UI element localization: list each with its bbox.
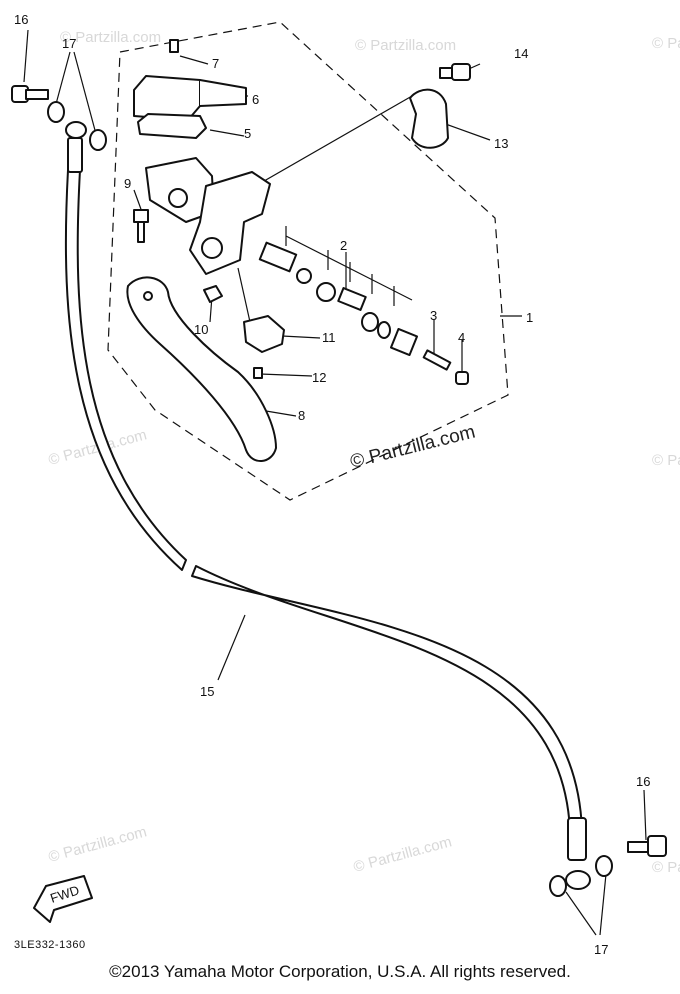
callout-14: 14 xyxy=(514,46,528,61)
callout-9: 9 xyxy=(124,176,131,191)
callout-17: 17 xyxy=(62,36,76,51)
washer-icon xyxy=(595,855,613,877)
brake-switch xyxy=(243,315,285,353)
push-rod xyxy=(422,349,452,371)
callout-5: 5 xyxy=(244,126,251,141)
callout-1: 1 xyxy=(526,310,533,325)
fwd-arrow-icon: FWD xyxy=(33,875,93,923)
boot xyxy=(455,371,469,385)
callout-7: 7 xyxy=(212,56,219,71)
brake-hose xyxy=(64,121,591,890)
washer-icon xyxy=(47,101,65,123)
union-bolt-bottom xyxy=(627,835,667,857)
watermark: © Partzilla.com xyxy=(652,859,680,876)
piston-kit xyxy=(258,241,419,357)
screw xyxy=(253,367,263,379)
union-bolt-top xyxy=(11,85,49,103)
watermark: © Partzilla.com xyxy=(47,823,149,866)
master-cylinder xyxy=(145,157,271,275)
callout-13: 13 xyxy=(494,136,508,151)
callout-17: 17 xyxy=(594,942,608,957)
pivot-bolt xyxy=(133,209,149,243)
callout-16: 16 xyxy=(636,774,650,789)
copyright-notice: ©2013 Yamaha Motor Corporation, U.S.A. A… xyxy=(109,962,571,981)
washer-icon xyxy=(549,875,567,897)
callout-3: 3 xyxy=(430,308,437,323)
callout-10: 10 xyxy=(194,322,208,337)
watermark: © Partzilla.com xyxy=(652,35,680,52)
nut xyxy=(203,285,223,303)
callout-2: 2 xyxy=(340,238,347,253)
handlebar-clamp xyxy=(409,63,471,149)
callout-12: 12 xyxy=(312,370,326,385)
watermark: © Partzilla.com xyxy=(652,452,680,469)
callout-8: 8 xyxy=(298,408,305,423)
assembly-outline xyxy=(107,21,509,501)
watermark: © Partzilla.com xyxy=(352,833,454,876)
callout-4: 4 xyxy=(458,330,465,345)
watermark: © Partzilla.com xyxy=(355,37,456,54)
reservoir-parts xyxy=(133,39,247,139)
watermark-center: © Partzilla.com xyxy=(348,422,477,473)
washer-icon xyxy=(89,129,107,151)
callout-11: 11 xyxy=(322,330,336,345)
diagram-code: 3LE332-1360 xyxy=(14,939,86,951)
brake-lever xyxy=(126,276,277,462)
callout-16: 16 xyxy=(14,12,28,27)
callout-labels: 16 17 7 6 5 14 13 9 2 1 3 4 10 11 12 8 1… xyxy=(14,12,650,957)
callout-15: 15 xyxy=(200,684,214,699)
watermark: © Partzilla.com xyxy=(60,29,161,46)
callout-6: 6 xyxy=(252,92,259,107)
